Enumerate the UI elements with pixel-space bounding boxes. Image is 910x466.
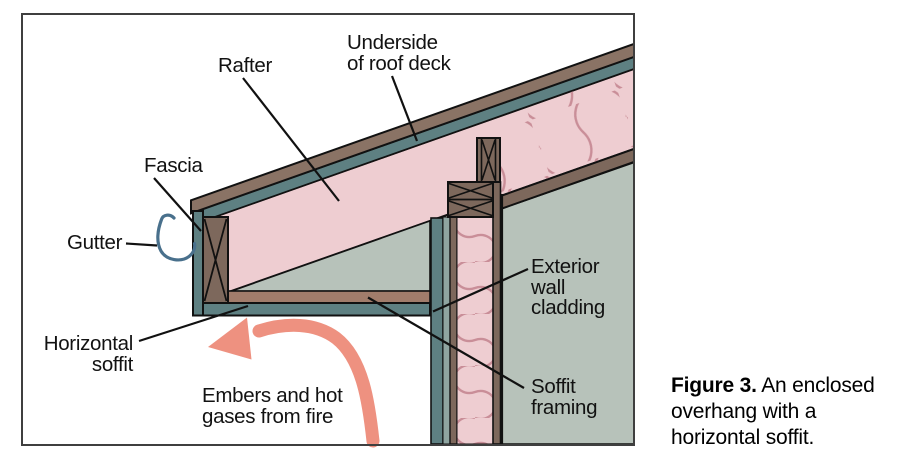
top-plate-x-braces [448, 182, 493, 217]
soffit-framing-label-line1: Soffit [531, 375, 576, 398]
soffit-framing-label-line2: framing [531, 395, 598, 419]
gutter-label: Gutter [67, 231, 123, 254]
horizontal-soffit-label: Horizontal soffit [35, 332, 134, 376]
gutter-profile [156, 213, 197, 262]
fascia-leader-line [153, 177, 202, 232]
wall-sheathing-layer [449, 214, 458, 445]
ember-flow-arrow-tail [252, 318, 380, 448]
soffit-framing-label: Soffit framing [531, 375, 598, 419]
wall-cavity-insulation-swirls [456, 213, 494, 445]
horizontal-soffit-label-line1: Horizontal [43, 332, 134, 355]
diagram-frame-border [21, 13, 635, 446]
horizontal-soffit-label-line2: soffit [91, 353, 133, 376]
embers-label: Embers and hot gases from fire [202, 385, 343, 427]
rafter-label: Rafter [218, 54, 273, 77]
figure-caption-rest: An enclosed [756, 374, 875, 397]
underside-leader-line [390, 75, 419, 142]
sub-fascia-x-brace [203, 218, 228, 302]
rafter-leader-line [242, 77, 340, 202]
exterior-wall-cladding-label: Exterior wall cladding [531, 255, 605, 319]
fascia-label: Fascia [144, 154, 203, 177]
gutter-leader-line [125, 242, 158, 247]
wall-furring-layer [442, 216, 451, 445]
figure-caption: Figure 3. An enclosed overhang with a ho… [671, 373, 910, 451]
figure-caption-line3: horizontal soffit. [671, 426, 815, 449]
horizontal-soffit-leader-line [138, 304, 249, 343]
underside-label-line2: of roof deck [347, 52, 451, 75]
figure-caption-number: Figure 3. [671, 374, 757, 397]
soffit-framing-leader-line [367, 296, 525, 389]
eave-blocking-x-brace [480, 138, 497, 182]
embers-label-line2: gases from fire [202, 405, 334, 428]
ember-flow-arrow-head [208, 317, 252, 360]
wall-stud [492, 181, 502, 445]
fascia-board [192, 210, 204, 317]
figure-caption-line2: overhang with a [671, 400, 817, 423]
underside-label-line1: Underside [347, 31, 438, 54]
cladding-label-line3: cladding [531, 296, 605, 319]
figure-caption-line1: Figure 3. An enclosed [671, 373, 910, 399]
exterior-wall-cladding-layer [430, 217, 444, 445]
roof-insulation [498, 68, 634, 197]
cladding-leader-line [432, 267, 529, 313]
embers-label-line1: Embers and hot [202, 384, 343, 407]
soffit-framing-board [227, 290, 431, 304]
cladding-label-line2: wall [531, 275, 566, 299]
underside-label: Underside of roof deck [347, 32, 451, 74]
cladding-label-line1: Exterior [531, 255, 600, 278]
